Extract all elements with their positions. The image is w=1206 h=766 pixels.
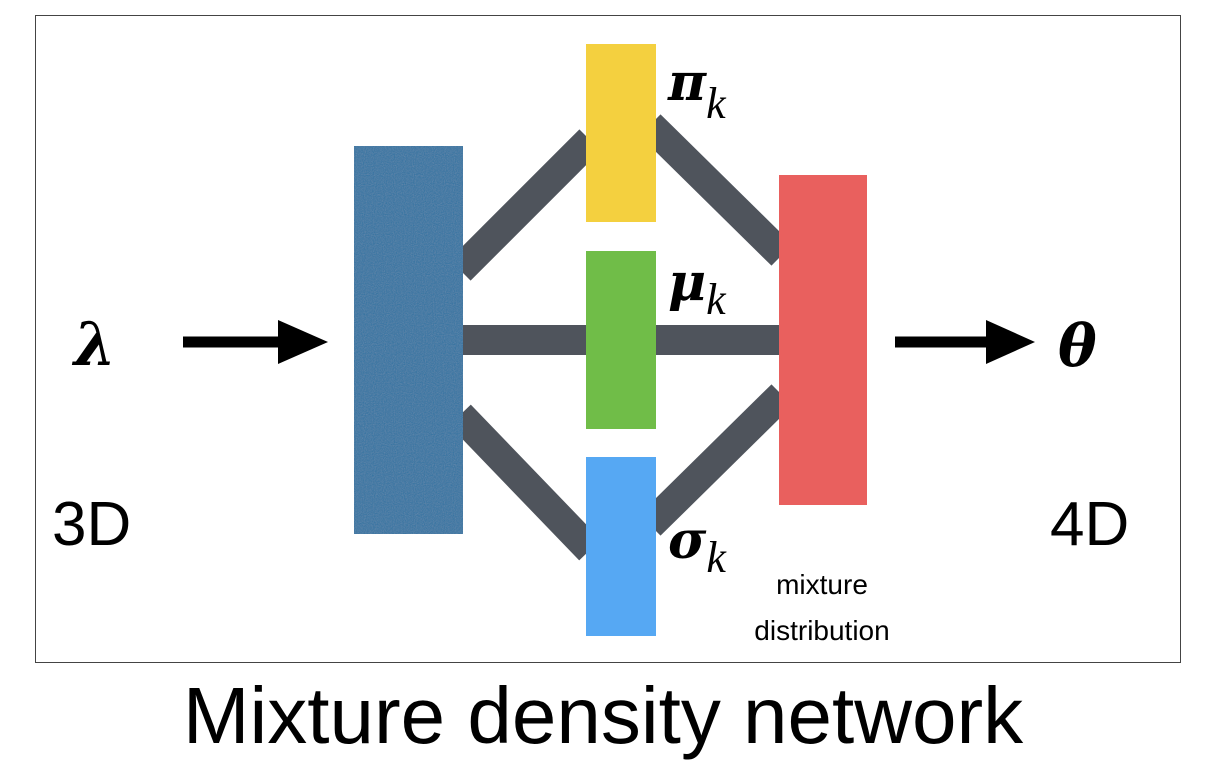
output-layer-block bbox=[779, 175, 867, 505]
output-arrow-head bbox=[986, 320, 1035, 364]
hidden-layer-block bbox=[354, 146, 463, 534]
edge-sigma-to-output bbox=[639, 384, 793, 536]
input-arrow bbox=[183, 320, 328, 364]
diagram-caption: Mixture density network bbox=[182, 671, 1024, 760]
sigma-symbol: σ bbox=[668, 510, 707, 571]
input-arrow-head bbox=[278, 320, 328, 364]
edge-hidden-to-pi bbox=[449, 129, 601, 281]
pi-parameter-block bbox=[586, 44, 656, 222]
edge-hidden-to-sigma bbox=[449, 404, 601, 561]
mixture-label-line2: distribution bbox=[754, 615, 889, 646]
sigma-label: σk bbox=[668, 510, 727, 582]
output-dimension-label: 4D bbox=[1050, 490, 1129, 559]
mu-subscript: k bbox=[706, 275, 727, 324]
input-dimension-label: 3D bbox=[52, 490, 131, 559]
pi-subscript: k bbox=[706, 79, 727, 128]
sigma-subscript: k bbox=[706, 533, 727, 582]
output-arrow bbox=[895, 320, 1035, 364]
pi-symbol: π bbox=[667, 52, 707, 113]
sigma-parameter-block bbox=[586, 457, 656, 636]
mixture-label-line1: mixture bbox=[776, 569, 868, 600]
mu-symbol: μ bbox=[668, 252, 706, 313]
output-theta-symbol: θ bbox=[1058, 312, 1097, 380]
mu-parameter-block bbox=[586, 251, 656, 429]
input-lambda-symbol: λ bbox=[71, 310, 116, 380]
pi-label: πk bbox=[667, 52, 727, 128]
mu-label: μk bbox=[668, 252, 727, 324]
edge-pi-to-output bbox=[639, 114, 793, 266]
